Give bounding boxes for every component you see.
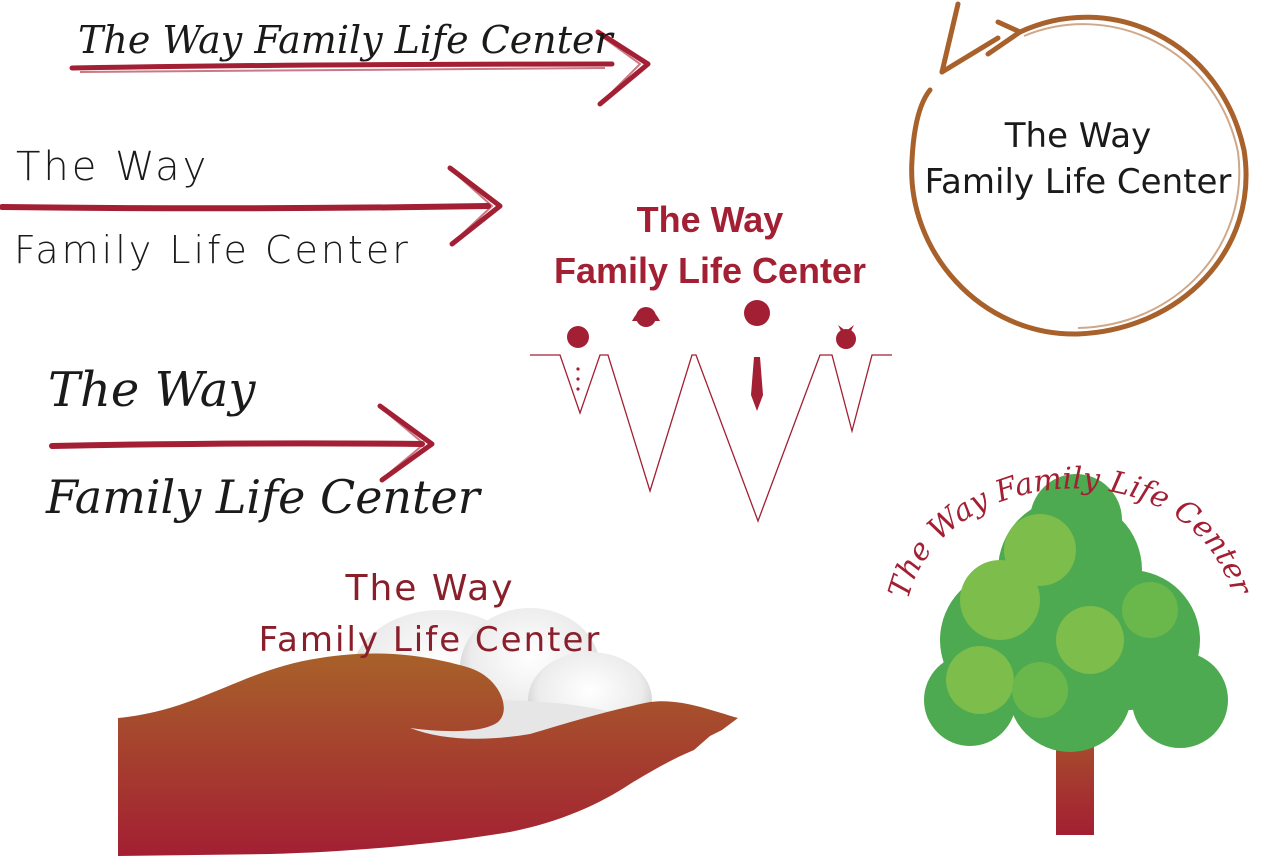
logo-thin-arrow: The Way Family Life Center <box>0 140 520 280</box>
logo-line2: Family Life Center <box>553 250 867 291</box>
canopy <box>924 474 1228 752</box>
family-w-icon <box>530 300 892 523</box>
arrow-icon <box>49 403 435 483</box>
hand-cloud-icon <box>118 608 738 856</box>
arrow-icon <box>0 165 503 247</box>
logo-text: The Way Family Life Center <box>78 18 613 62</box>
tree-icon: The Way Family Life Center <box>882 461 1259 835</box>
logo-circle-arrow: The Way Family Life Center <box>900 0 1270 345</box>
logo-script-stacked: The Way Family Life Center <box>30 360 480 560</box>
logo-line1: The Way <box>345 568 515 609</box>
logo-script-arrow: The Way Family Life Center <box>0 0 660 110</box>
logo-line2: Family Life Center <box>46 470 480 524</box>
logo-line1: The Way <box>48 362 256 418</box>
logo-line2: Family Life Center <box>14 228 411 272</box>
logo-line1: The Way <box>1004 116 1152 156</box>
logo-line1: The Way <box>636 199 784 240</box>
circular-arrow-icon <box>909 1 1249 337</box>
logo-line2: Family Life Center <box>924 162 1232 202</box>
logo-line2: Family Life Center <box>258 620 602 660</box>
logo-hand-cloud: The Way Family Life Center <box>110 560 750 860</box>
arrow-icon <box>69 29 651 107</box>
logo-tree: The Way Family Life Center <box>880 430 1270 860</box>
logo-line1: The Way <box>16 144 210 190</box>
logo-family-w: The Way Family Life Center <box>520 195 900 535</box>
